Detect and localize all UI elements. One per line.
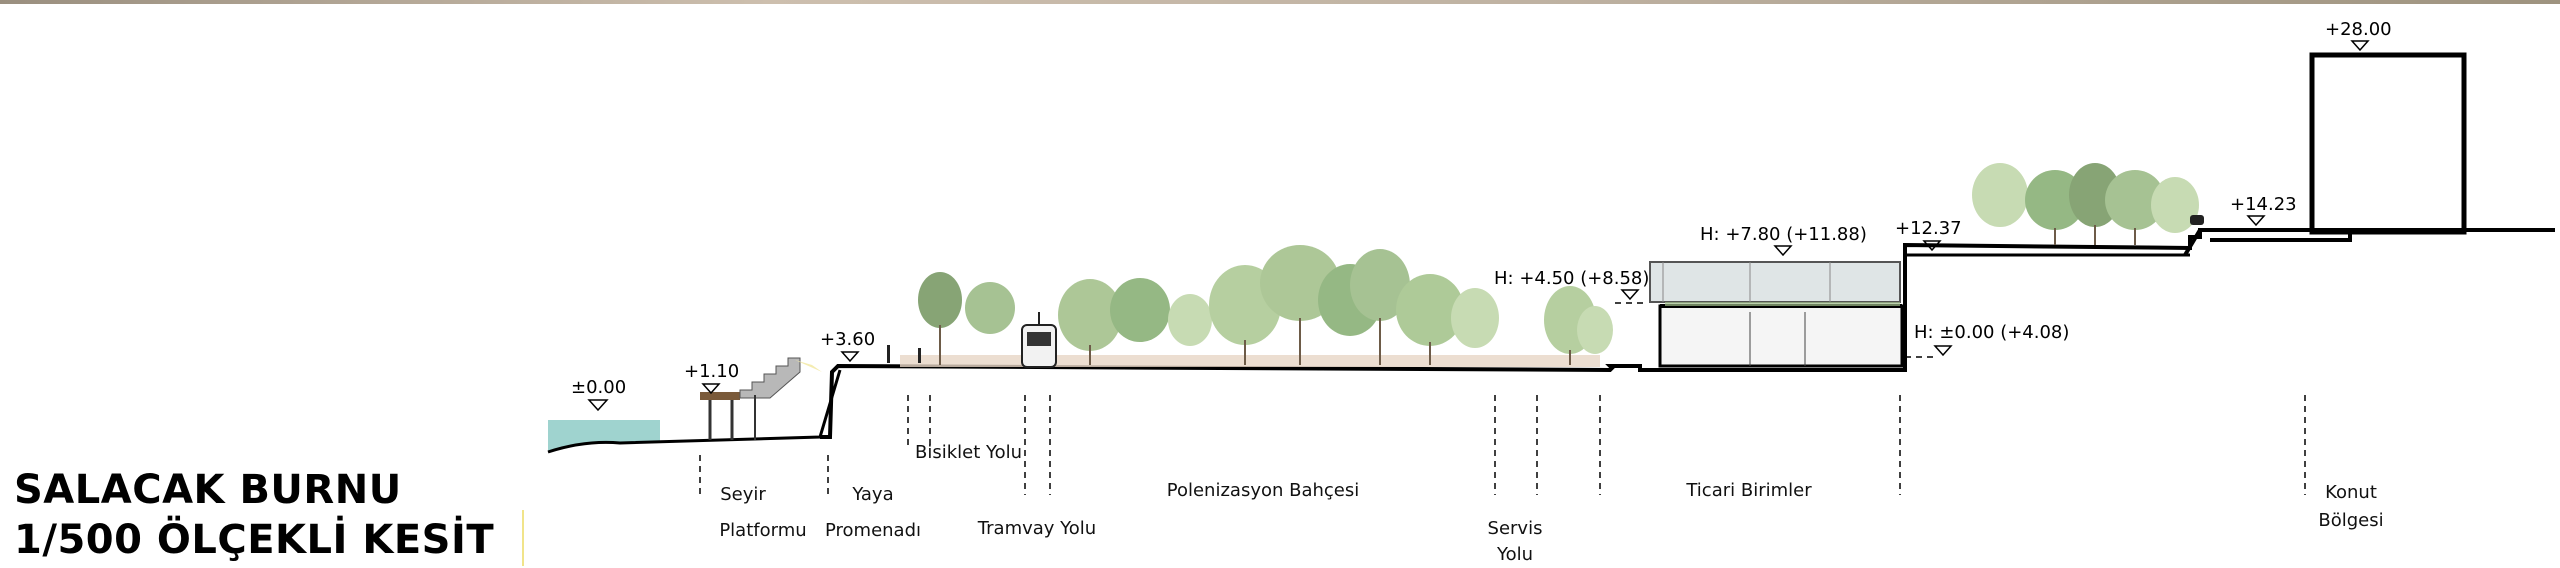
garden-meadow [900,355,1600,367]
sea-water [548,420,660,452]
garden-trees [918,163,2199,354]
tram-vehicle [1021,312,1057,368]
zone-label-polenizasyon: Polenizasyon Bahçesi [1167,480,1360,501]
drawing-scale: 1/500 ÖLÇEKLİ KESİT [14,517,495,563]
elevation-marker-terrace: +12.37 [1895,218,1962,252]
commercial-building [1649,261,1904,368]
elevation-marker-platform: +1.10 [684,361,739,395]
elevation-marker-road: +14.23 [2230,194,2297,227]
zone-dividers [699,302,2306,495]
zone-label-seyir-2: Platformu [719,520,806,541]
elevation-marker-sea: ±0.00 [571,377,626,412]
zone-label-yaya-2: Promenadı [825,520,921,541]
elevation-label-road: +14.23 [2230,194,2297,215]
elevation-label-promenade: +3.60 [820,329,875,350]
zone-label-servis-1: Servis [1488,518,1543,539]
top-border-strip [0,0,2560,4]
zone-labels: Seyir Platformu Yaya Promenadı Bisiklet … [719,442,2383,565]
elevation-label-ground-floor: H: ±0.00 (+4.08) [1914,322,2069,343]
zone-label-seyir-1: Seyir [720,484,766,505]
elevation-marker-garden-roof: H: +4.50 (+8.58) [1494,268,1649,301]
drawing-title: SALACAK BURNU [14,467,402,513]
tree-trunks [939,225,2136,365]
edge-mark [522,510,524,566]
residential-tower [2309,52,2467,235]
zone-label-yaya-1: Yaya [851,484,893,505]
elevation-label-platform: +1.10 [684,361,739,382]
road-edge [2183,228,2340,257]
zone-label-servis-2: Yolu [1496,544,1533,565]
viewing-platform [700,357,822,440]
sea-floor [547,369,842,454]
elevation-label-building-top: +28.00 [2325,19,2392,40]
elevation-label-garden-roof: H: +4.50 (+8.58) [1494,268,1649,289]
zone-label-bisiklet: Bisiklet Yolu [915,442,1022,463]
elevation-marker-ground-floor: H: ±0.00 (+4.08) [1914,322,2069,357]
zone-label-ticari: Ticari Birimler [1685,480,1812,501]
elevation-label-terrace: +12.37 [1895,218,1962,239]
zone-label-tramvay: Tramvay Yolu [977,518,1096,539]
elevation-label-sea: ±0.00 [571,377,626,398]
zone-label-konut-1: Konut [2325,482,2377,503]
elevation-label-upper-roof: H: +7.80 (+11.88) [1700,224,1867,245]
elevation-markers: ±0.00 +1.10 +3.60 H: +4.50 (+8.58) H: +7… [571,19,2392,412]
elevation-marker-building-top: +28.00 [2325,19,2392,52]
elevation-marker-upper-roof: H: +7.80 (+11.88) [1700,224,1867,257]
zone-label-konut-2: Bölgesi [2318,510,2383,531]
elevation-marker-promenade: +3.60 [820,329,875,363]
